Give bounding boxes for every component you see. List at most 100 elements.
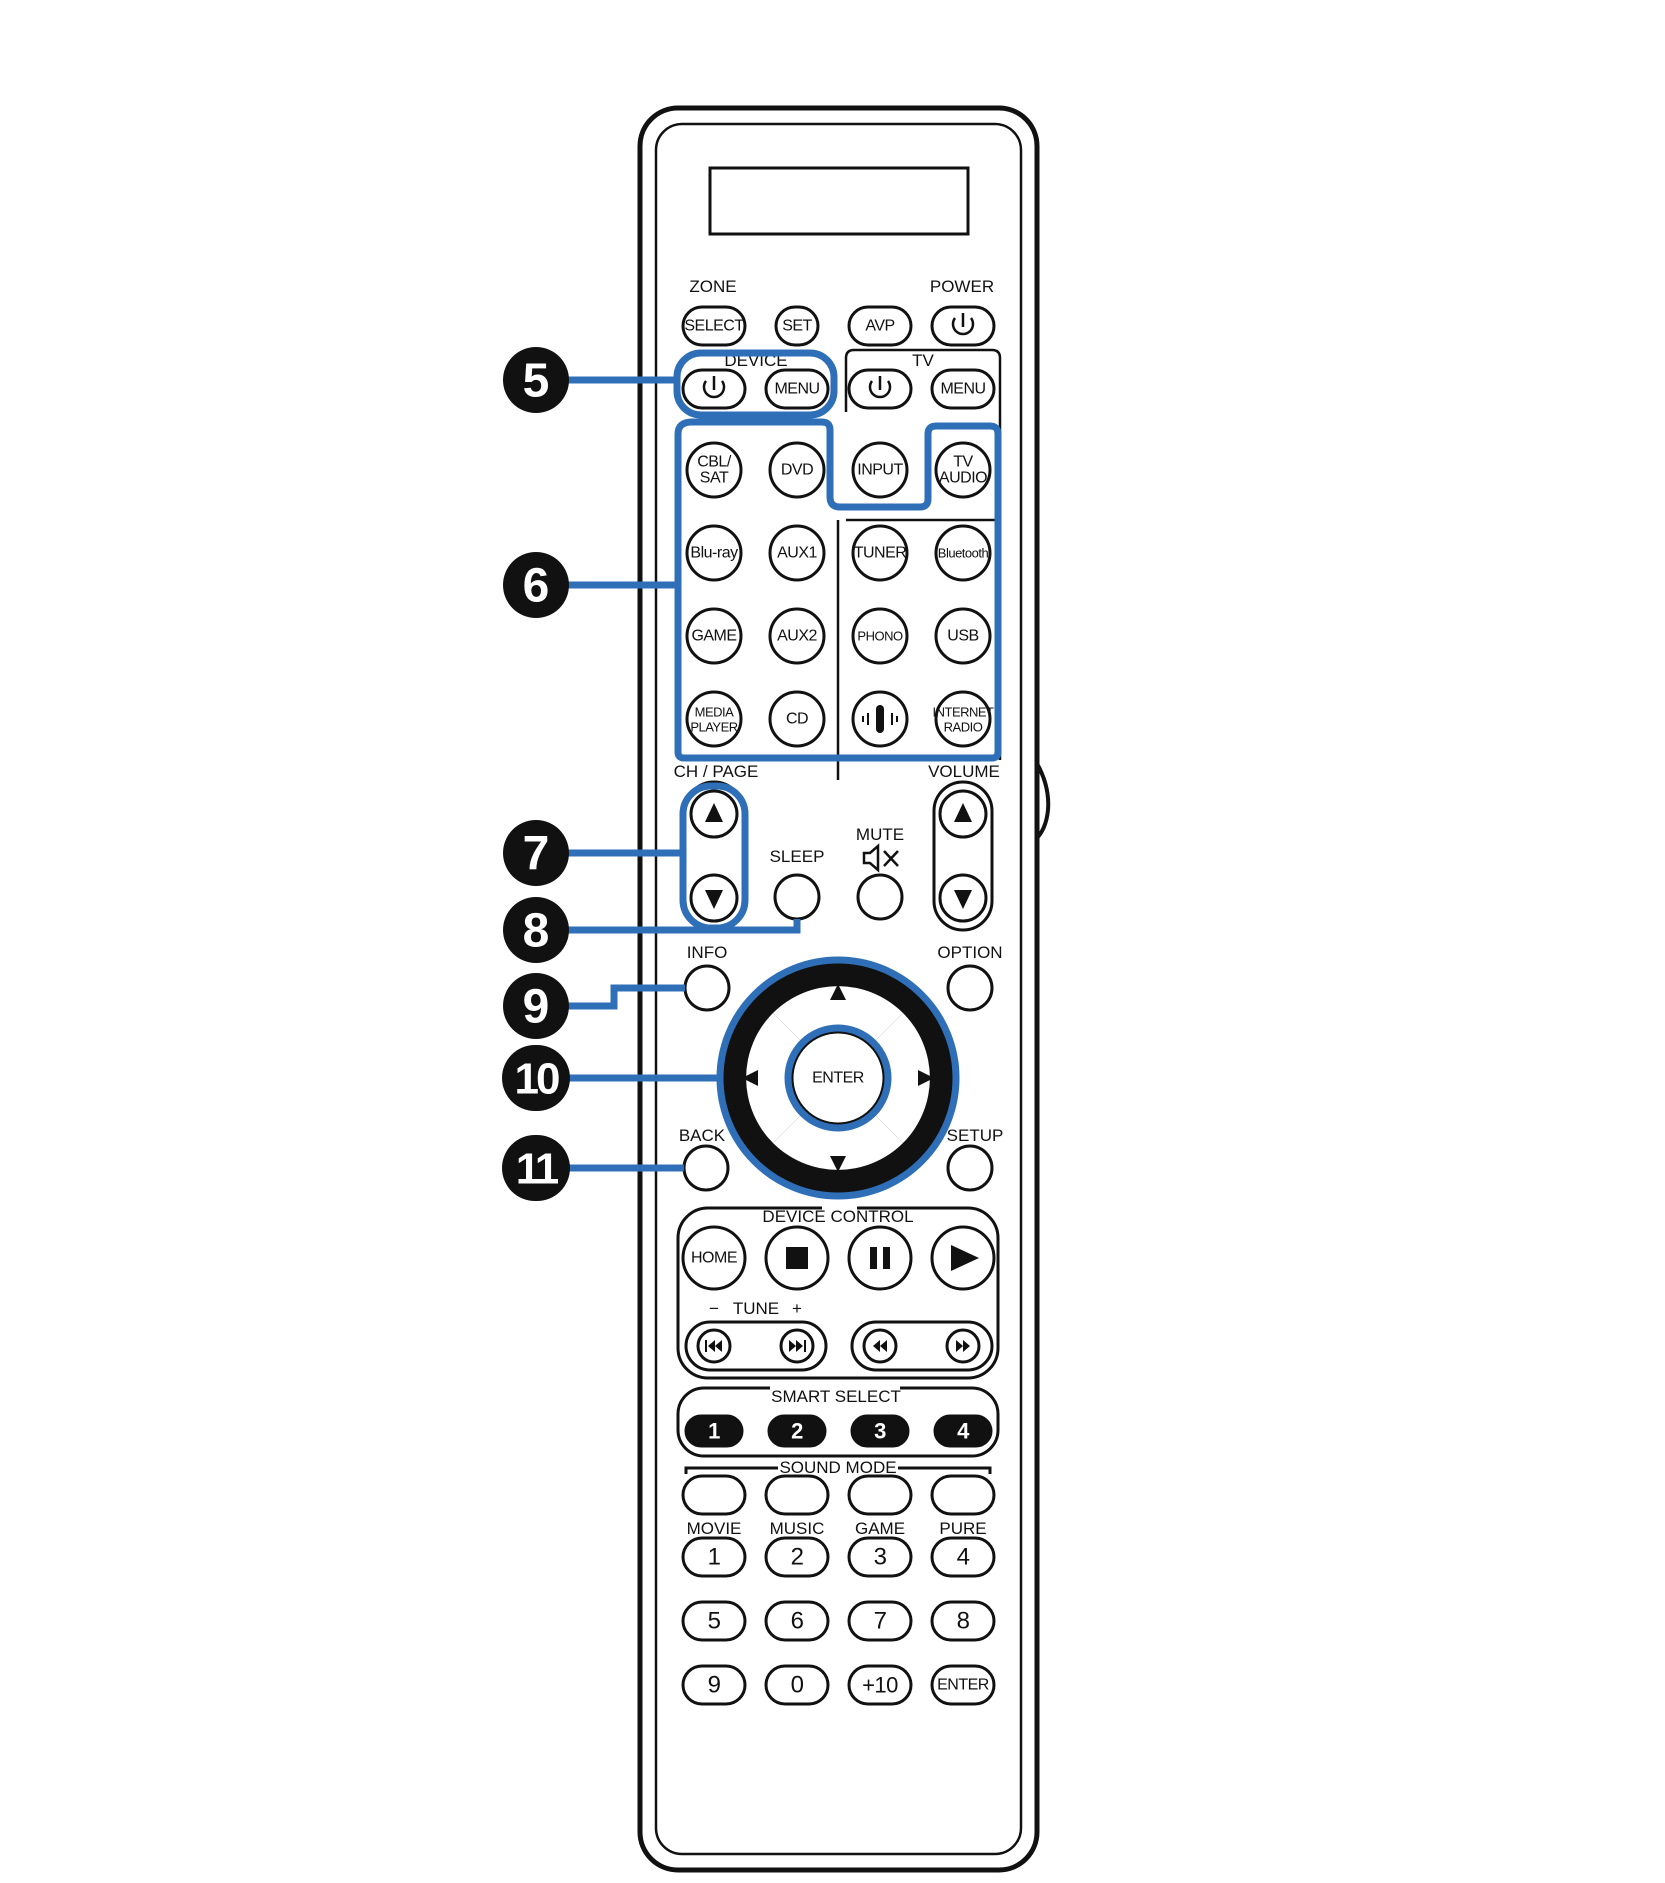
plus-10-label: +10	[862, 1673, 898, 1698]
callout-line-8	[560, 919, 801, 934]
info-label: INFO	[687, 943, 728, 962]
callout-5-label: 5	[523, 355, 550, 408]
tuner-button[interactable]: TUNER	[851, 524, 909, 582]
num-4-button[interactable]: 4	[930, 1536, 996, 1578]
smart-select-label: SMART SELECT	[771, 1387, 901, 1406]
select-button[interactable]: SELECT	[681, 305, 747, 347]
dvd-button[interactable]: DVD	[768, 441, 826, 499]
tune-minus-label: −	[709, 1299, 719, 1318]
enter-button[interactable]: ENTER	[790, 1030, 886, 1126]
player-label: PLAYER	[690, 720, 737, 735]
aux2-button[interactable]: AUX2	[768, 607, 826, 665]
sleep-button[interactable]	[773, 873, 821, 921]
dvd-label: DVD	[781, 462, 813, 479]
tv-audio-button[interactable]: TV AUDIO	[934, 441, 992, 499]
triangle-left-icon	[742, 1070, 758, 1086]
volume-down-button[interactable]	[938, 873, 988, 923]
num-6-button[interactable]: 6	[764, 1600, 830, 1642]
bluetooth-button[interactable]: Bluetooth	[934, 524, 992, 582]
cursor-right-button[interactable]	[873, 1013, 934, 1143]
skip-forward-button[interactable]	[779, 1328, 815, 1364]
stop-button[interactable]	[764, 1225, 830, 1291]
num-7-label: 7	[874, 1608, 887, 1635]
pause-button[interactable]	[847, 1225, 913, 1291]
game-button[interactable]: GAME	[685, 607, 743, 665]
ch-down-button[interactable]	[689, 873, 739, 923]
num-1-button[interactable]: 1	[681, 1536, 747, 1578]
num-0-button[interactable]: 0	[764, 1664, 830, 1706]
media-player-button[interactable]: MEDIA PLAYER	[685, 690, 743, 748]
aux1-button[interactable]: AUX1	[768, 524, 826, 582]
fast-forward-button[interactable]	[945, 1328, 981, 1364]
num-3-button[interactable]: 3	[847, 1536, 913, 1578]
cbl-sat-button[interactable]: CBL/ SAT	[685, 441, 743, 499]
option-button[interactable]	[946, 964, 994, 1012]
tv-label: TV	[912, 351, 934, 370]
smart-4-label: 4	[957, 1419, 970, 1444]
smart-select-4-button[interactable]: 4	[933, 1414, 993, 1448]
back-button[interactable]	[682, 1144, 730, 1192]
radio-label: RADIO	[944, 720, 983, 735]
number-pad: 1 2 3 4 5 6 7 8 9 0 +10 ENTER	[681, 1536, 996, 1706]
callout-8: 8	[503, 897, 569, 963]
cd-button[interactable]: CD	[768, 690, 826, 748]
sound-mode-game-button[interactable]	[847, 1474, 913, 1516]
triangle-up-icon	[830, 984, 846, 1000]
smart-select-3-button[interactable]: 3	[850, 1414, 910, 1448]
game-label: GAME	[691, 628, 736, 645]
home-button[interactable]: HOME	[681, 1225, 747, 1291]
sound-mode-movie-button[interactable]	[681, 1474, 747, 1516]
num-2-button[interactable]: 2	[764, 1536, 830, 1578]
tv-menu-button[interactable]: MENU	[930, 368, 996, 410]
device-power-button[interactable]	[681, 368, 747, 410]
info-button[interactable]	[683, 964, 731, 1012]
numpad-enter-button[interactable]: ENTER	[930, 1664, 996, 1706]
device-menu-button[interactable]: MENU	[764, 368, 830, 410]
num-7-button[interactable]: 7	[847, 1600, 913, 1642]
cursor-down-button[interactable]	[773, 1113, 903, 1172]
game-mode-label: GAME	[855, 1519, 905, 1538]
rewind-button[interactable]	[862, 1328, 898, 1364]
power-button[interactable]	[930, 305, 996, 347]
setup-button[interactable]	[946, 1144, 994, 1192]
mute-icon	[862, 843, 899, 873]
highlight-enter	[784, 1024, 892, 1132]
ch-up-button[interactable]	[689, 789, 739, 839]
callout-7: 7	[503, 820, 569, 886]
avp-button[interactable]: AVP	[847, 305, 913, 347]
input-button[interactable]: INPUT	[851, 441, 909, 499]
aux1-label: AUX1	[777, 545, 817, 562]
num-8-button[interactable]: 8	[930, 1600, 996, 1642]
pure-label: PURE	[939, 1519, 986, 1538]
mute-button[interactable]	[856, 873, 904, 921]
callout-8-label: 8	[523, 905, 550, 958]
heos-button[interactable]	[851, 690, 909, 748]
volume-up-button[interactable]	[938, 789, 988, 839]
triangle-right-icon	[918, 1070, 934, 1086]
phono-label: PHONO	[857, 629, 903, 644]
smart-select-gap	[770, 1382, 900, 1396]
play-icon	[951, 1245, 979, 1271]
triangle-up-icon	[705, 803, 723, 822]
sound-mode-pure-button[interactable]	[930, 1474, 996, 1516]
bluray-label: Blu-ray	[690, 545, 738, 562]
tune-rocker	[684, 1320, 828, 1372]
sound-mode-music-button[interactable]	[764, 1474, 830, 1516]
usb-button[interactable]: USB	[934, 607, 992, 665]
aux2-label: AUX2	[777, 628, 817, 645]
bluray-button[interactable]: Blu-ray	[685, 524, 743, 582]
play-button[interactable]	[930, 1225, 996, 1291]
internet-radio-button[interactable]: INTERNET RADIO	[933, 690, 995, 748]
phono-button[interactable]: PHONO	[851, 607, 909, 665]
tv-power-button[interactable]	[847, 368, 913, 410]
num-5-button[interactable]: 5	[681, 1600, 747, 1642]
cursor-up-button[interactable]	[773, 984, 903, 1043]
skip-back-button[interactable]	[696, 1328, 732, 1364]
set-button[interactable]: SET	[774, 305, 820, 347]
plus-10-button[interactable]: +10	[847, 1664, 913, 1706]
select-label: SELECT	[684, 318, 744, 335]
cursor-left-button[interactable]	[742, 1013, 803, 1143]
smart-select-1-button[interactable]: 1	[684, 1414, 744, 1448]
num-9-button[interactable]: 9	[681, 1664, 747, 1706]
smart-select-2-button[interactable]: 2	[767, 1414, 827, 1448]
